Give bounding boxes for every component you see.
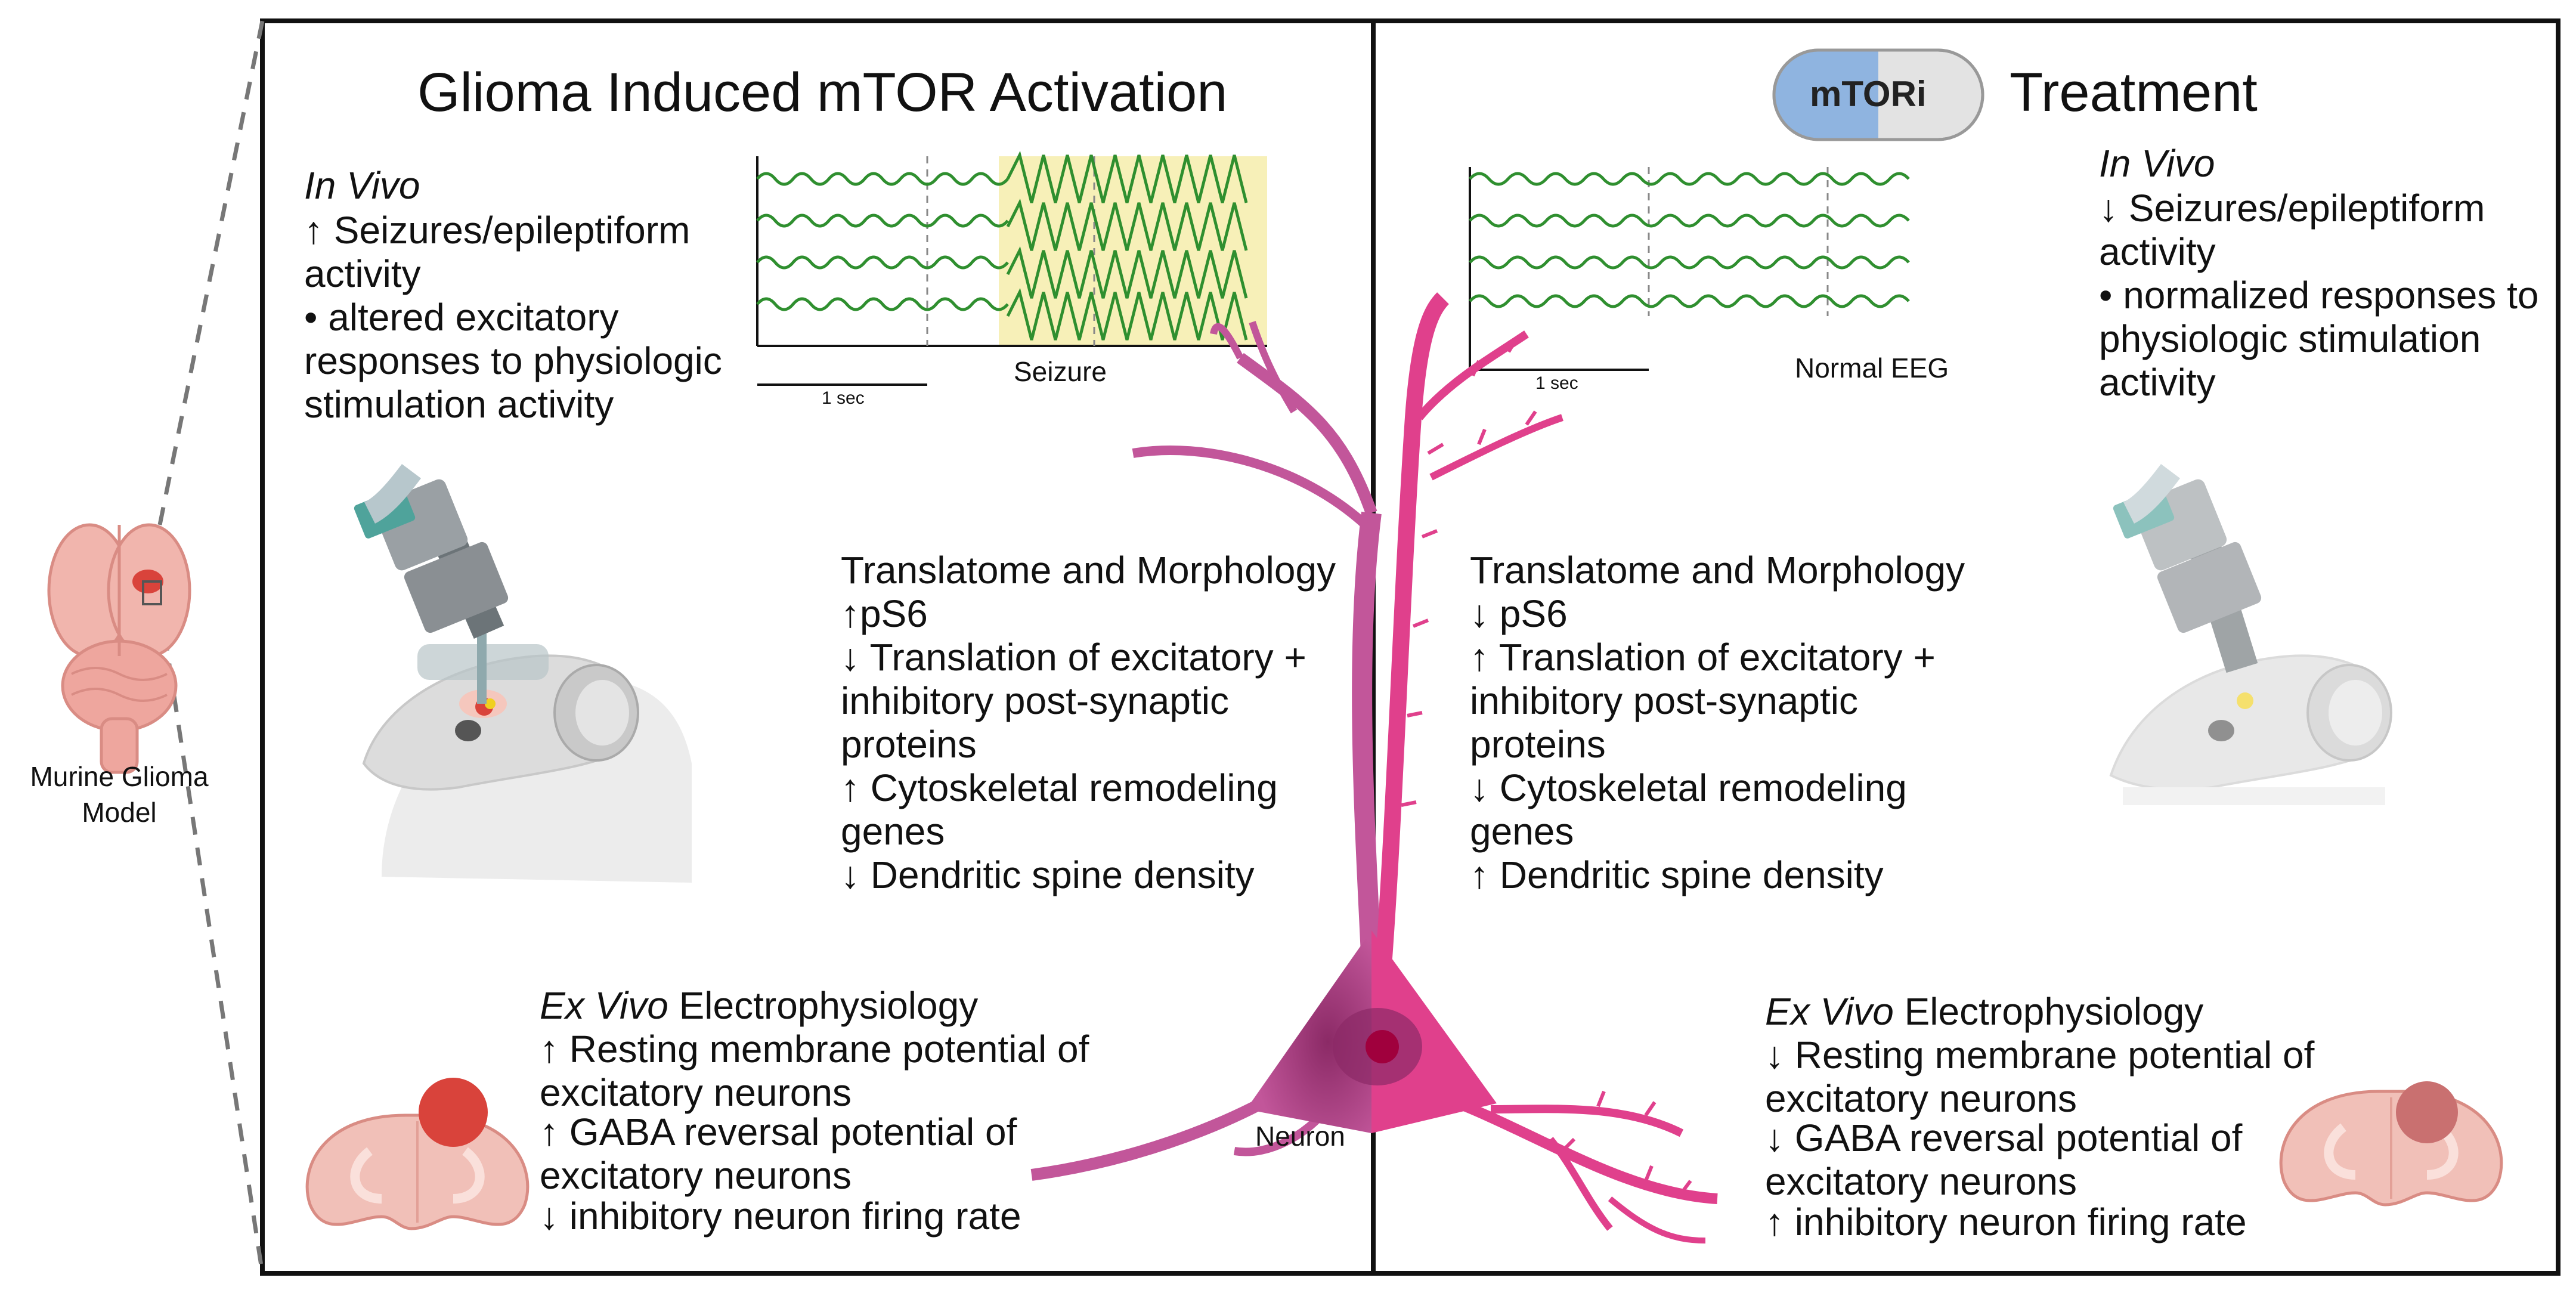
right-translatome-line-2: ↓ pS6: [1470, 592, 1568, 635]
right-ex-vivo-line-1: ↓ Resting membrane potential of: [1765, 1034, 2315, 1077]
right-ex-vivo-line-3: ↓ GABA reversal potential of: [1765, 1116, 2243, 1159]
left-in-vivo-line-3: • altered excitatory: [304, 296, 619, 339]
brain-section-icon: [305, 1078, 530, 1230]
right-in-vivo-line-5: activity: [2099, 361, 2216, 404]
right-ex-vivo-heading-italic: Ex Vivo: [1765, 990, 1894, 1033]
left-ex-vivo-line-5: ↓ inhibitory neuron firing rate: [540, 1195, 1021, 1238]
left-ex-vivo-line-4: excitatory neurons: [540, 1154, 852, 1197]
model-label-line-2: Model: [82, 797, 157, 828]
right-translatome-line-4: inhibitory post-synaptic: [1470, 679, 1858, 722]
left-ex-vivo-line-3: ↑ GABA reversal potential of: [540, 1111, 1017, 1153]
left-ex-vivo-heading-italic: Ex Vivo: [540, 984, 668, 1027]
left-translatome-line-1: Translatome and Morphology: [841, 549, 1336, 592]
left-ex-vivo-line-1: ↑ Resting membrane potential of: [540, 1028, 1089, 1071]
left-eeg-caption: Seizure: [1014, 356, 1107, 387]
panel-frame: [260, 18, 2560, 1276]
left-ex-vivo-heading-rest: Electrophysiology: [668, 984, 979, 1027]
right-eeg-scale-label: 1 sec: [1535, 373, 1578, 393]
pill-icon: [1772, 48, 1984, 141]
left-translatome-line-5: proteins: [841, 723, 977, 766]
right-translatome-line-1: Translatome and Morphology: [1470, 549, 1965, 592]
right-translatome-line-3: ↑ Translation of excitatory +: [1470, 636, 1936, 679]
mouse-with-probe-icon: [2109, 463, 2392, 805]
model-label-line-1: Murine Glioma: [30, 761, 209, 792]
left-panel-title: Glioma Induced mTOR Activation: [417, 62, 1228, 123]
zoom-line-top: [157, 20, 265, 525]
right-translatome-line-8: ↑ Dendritic spine density: [1470, 853, 1884, 896]
left-translatome-line-3: ↓ Translation of excitatory +: [841, 636, 1306, 679]
mouse-with-probe-icon: [354, 463, 692, 883]
left-translatome-line-6: ↑ Cytoskeletal remodeling: [841, 766, 1278, 809]
neuron-label: Neuron: [1255, 1121, 1345, 1152]
neuron-icon: [1030, 292, 1718, 1243]
right-ex-vivo-heading: Ex Vivo Electrophysiology: [1765, 990, 2203, 1034]
left-translatome-line-2: ↑pS6: [841, 592, 928, 635]
left-ex-vivo-line-2: excitatory neurons: [540, 1071, 852, 1114]
zoom-line-bottom: [157, 602, 265, 1274]
right-panel-title: Treatment: [2010, 62, 2258, 123]
right-in-vivo-line-1: ↓ Seizures/epileptiform: [2099, 187, 2485, 230]
eeg-seizure-trace: [756, 150, 1267, 386]
right-in-vivo-heading: In Vivo: [2099, 142, 2215, 185]
left-translatome-line-7: genes: [841, 810, 945, 853]
right-translatome-line-7: genes: [1470, 810, 1574, 853]
right-in-vivo-line-2: activity: [2099, 230, 2216, 273]
left-ex-vivo-heading: Ex Vivo Electrophysiology: [540, 984, 978, 1028]
eeg-normal-trace: [1469, 167, 1910, 371]
right-ex-vivo-line-5: ↑ inhibitory neuron firing rate: [1765, 1201, 2247, 1243]
brain-icon: [47, 523, 191, 774]
left-eeg-scale-label: 1 sec: [822, 388, 865, 408]
right-in-vivo-line-4: physiologic stimulation: [2099, 317, 2481, 360]
pill-label: mTORi: [1810, 74, 1927, 114]
left-in-vivo-line-5: stimulation activity: [304, 383, 614, 426]
right-in-vivo-line-3: • normalized responses to: [2099, 274, 2539, 317]
right-translatome-line-5: proteins: [1470, 723, 1606, 766]
left-translatome-line-8: ↓ Dendritic spine density: [841, 853, 1255, 896]
right-ex-vivo-line-4: excitatory neurons: [1765, 1160, 2077, 1203]
left-in-vivo-line-1: ↑ Seizures/epileptiform: [304, 209, 691, 252]
right-eeg-caption: Normal EEG: [1795, 352, 1949, 383]
left-in-vivo-heading: In Vivo: [304, 164, 420, 207]
left-translatome-line-4: inhibitory post-synaptic: [841, 679, 1229, 722]
brain-section-icon: [2279, 1081, 2503, 1207]
right-ex-vivo-line-2: excitatory neurons: [1765, 1077, 2077, 1120]
left-in-vivo-line-2: activity: [304, 252, 421, 295]
left-in-vivo-line-4: responses to physiologic: [304, 339, 722, 382]
right-translatome-line-6: ↓ Cytoskeletal remodeling: [1470, 766, 1907, 809]
right-ex-vivo-heading-rest: Electrophysiology: [1893, 990, 2204, 1033]
